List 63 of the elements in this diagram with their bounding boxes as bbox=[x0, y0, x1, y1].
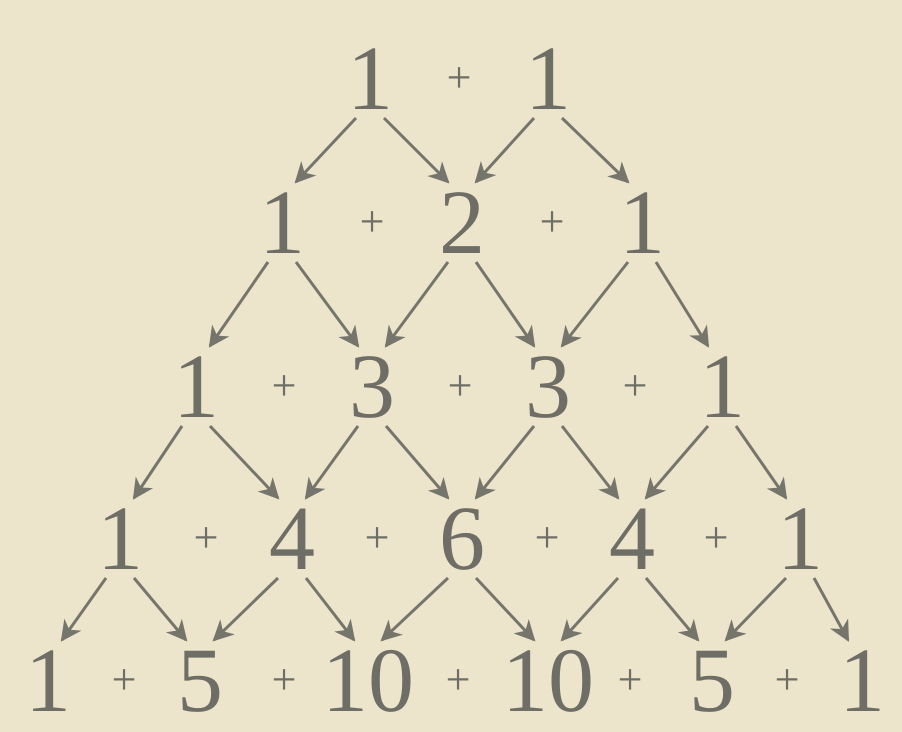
plus-sign: + bbox=[774, 660, 800, 700]
number: 3 bbox=[349, 346, 395, 426]
arrow bbox=[294, 261, 360, 348]
number: 5 bbox=[177, 640, 223, 720]
arrow bbox=[212, 576, 280, 642]
number: 1 bbox=[259, 182, 305, 262]
number: 1 bbox=[839, 640, 885, 720]
arrow bbox=[304, 425, 360, 500]
number: 1 bbox=[97, 498, 143, 578]
number: 10 bbox=[502, 640, 594, 720]
arrow bbox=[384, 425, 450, 500]
number: 1 bbox=[777, 498, 823, 578]
arrow bbox=[380, 576, 450, 642]
arrow bbox=[654, 261, 710, 348]
arrow bbox=[812, 577, 850, 642]
arrow bbox=[560, 116, 630, 184]
plus-sign: + bbox=[192, 518, 220, 558]
number: 1 bbox=[525, 38, 571, 118]
plus-sign: + bbox=[364, 518, 390, 558]
number: 4 bbox=[269, 498, 315, 578]
plus-sign: + bbox=[446, 366, 474, 406]
plus-sign: + bbox=[534, 518, 560, 558]
arrow bbox=[734, 425, 788, 500]
plus-sign: + bbox=[616, 660, 644, 700]
number: 4 bbox=[609, 498, 655, 578]
arrow bbox=[560, 577, 620, 642]
number: 10 bbox=[322, 640, 414, 720]
number: 1 bbox=[699, 346, 745, 426]
arrow bbox=[132, 425, 184, 500]
plus-sign: + bbox=[110, 660, 138, 700]
arrow bbox=[208, 424, 280, 500]
arrow bbox=[474, 261, 536, 348]
arrow bbox=[560, 425, 620, 500]
plus-sign: + bbox=[444, 660, 472, 700]
arrow bbox=[724, 576, 788, 642]
arrow bbox=[474, 576, 536, 642]
plus-sign: + bbox=[538, 202, 566, 242]
arrow bbox=[644, 425, 710, 500]
number: 1 bbox=[25, 640, 71, 720]
arrow bbox=[384, 261, 450, 348]
plus-sign: + bbox=[446, 58, 472, 98]
number: 3 bbox=[525, 346, 571, 426]
plus-sign: + bbox=[358, 202, 386, 242]
arrow bbox=[560, 261, 630, 348]
plus-sign: + bbox=[702, 518, 730, 558]
arrow bbox=[474, 425, 536, 500]
number: 1 bbox=[173, 346, 219, 426]
arrow bbox=[474, 117, 536, 184]
number: 6 bbox=[439, 498, 485, 578]
arrow bbox=[132, 577, 188, 642]
number: 1 bbox=[619, 182, 665, 262]
arrow bbox=[294, 116, 358, 184]
number: 1 bbox=[347, 38, 393, 118]
arrow bbox=[304, 577, 356, 642]
arrow bbox=[382, 116, 450, 184]
plus-sign: + bbox=[622, 366, 648, 406]
plus-sign: + bbox=[270, 660, 298, 700]
number: 2 bbox=[439, 182, 485, 262]
arrow bbox=[644, 577, 700, 642]
arrow bbox=[208, 261, 270, 348]
arrow bbox=[60, 577, 108, 642]
number: 5 bbox=[689, 640, 735, 720]
plus-sign: + bbox=[270, 366, 298, 406]
